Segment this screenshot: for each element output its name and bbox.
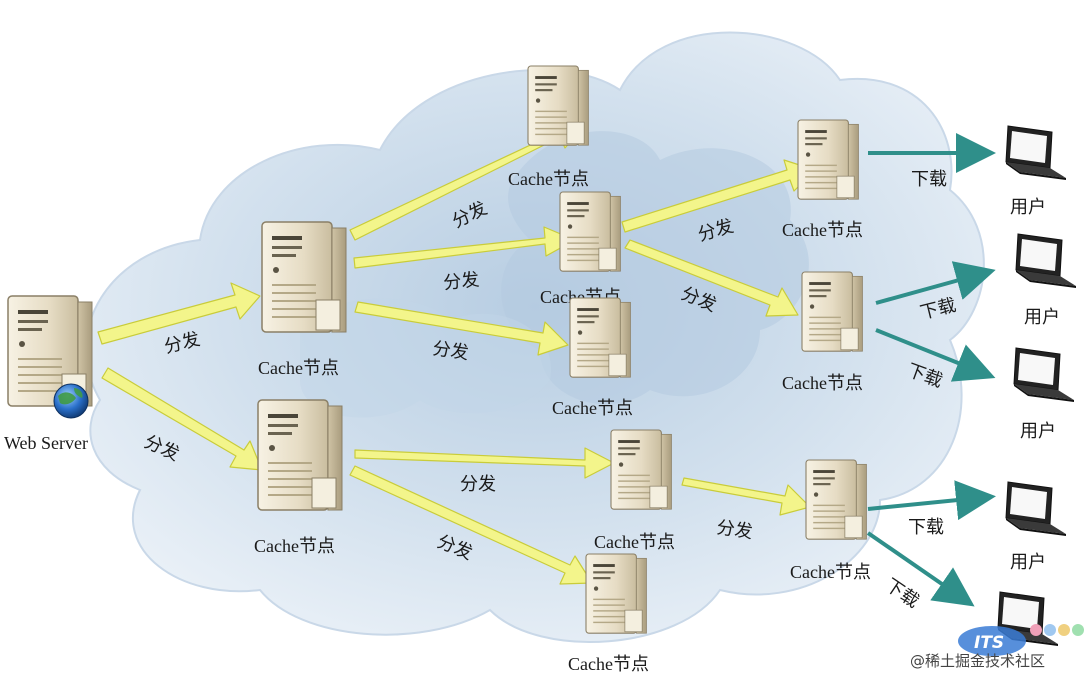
user-label: 用户	[1010, 197, 1046, 217]
cache-node-l2-top: Cache节点	[508, 65, 590, 189]
download-label: 下载	[908, 517, 944, 537]
user-label: 用户	[1024, 307, 1060, 327]
globe-icon	[53, 383, 89, 419]
distribute-label: 分发	[460, 474, 496, 494]
arrow-l2mid-to-l3b	[624, 239, 799, 317]
distribution-arrows	[97, 122, 816, 585]
distribute-label: 分发	[715, 517, 753, 542]
cache-node-l3-a: Cache节点	[782, 119, 863, 240]
user-3: 用户	[1013, 347, 1075, 441]
cache-node-label: Cache节点	[782, 373, 863, 393]
cache-node-label: Cache节点	[508, 169, 589, 189]
cache-node-label: Cache节点	[258, 358, 339, 378]
cache-node-label: Cache节点	[790, 562, 871, 582]
web-server-label: Web Server	[4, 433, 88, 453]
cache-node-l2-b1: Cache节点	[594, 429, 675, 552]
watermark-logo: ITS	[958, 624, 1084, 656]
watermark: ITS @稀土掘金技术社区	[910, 624, 1084, 670]
server-icon	[527, 65, 590, 146]
server-icon	[797, 119, 860, 200]
arrow-l3b-to-user2	[875, 261, 996, 305]
arrow-l3b-to-user3	[875, 328, 996, 382]
arrow-l1a-to-l2low	[354, 301, 569, 356]
user-2: 用户	[1015, 233, 1077, 327]
laptop-icon	[1005, 481, 1067, 537]
cache-node-l2-b2: Cache节点	[568, 553, 649, 674]
watermark-text: @稀土掘金技术社区	[910, 652, 1045, 670]
server-icon	[257, 399, 343, 511]
user-4: 用户	[1005, 481, 1067, 572]
cache-node-l2-low: Cache节点	[552, 297, 633, 418]
laptop-icon	[1013, 347, 1075, 403]
server-icon	[610, 429, 673, 510]
download-arrows	[866, 133, 996, 607]
arrow-l3c-to-user5	[866, 531, 975, 607]
svg-text:ITS: ITS	[974, 633, 1004, 653]
server-icon	[585, 553, 648, 634]
server-icon	[569, 297, 632, 378]
cache-node-l3-c: Cache节点	[790, 459, 871, 582]
arrow-ws-to-l1a	[97, 282, 261, 345]
distribute-label: 分发	[442, 269, 480, 293]
server-icon	[801, 271, 864, 352]
cache-node-label: Cache节点	[782, 220, 863, 240]
download-label: 下载	[882, 575, 923, 612]
cache-node-label: Cache节点	[568, 654, 649, 674]
arrow-l2b1-to-l3c	[681, 477, 811, 516]
cache-node-label: Cache节点	[254, 536, 335, 556]
distribute-labels: 分发 分发 分发 分发 分发 分发 分发 分发 分发 分发	[141, 198, 754, 563]
server-icon	[559, 191, 622, 272]
arrow-ws-to-l1b	[101, 367, 263, 471]
server-icon	[261, 221, 347, 333]
user-label: 用户	[1020, 421, 1056, 441]
arrow-l3c-to-user4	[867, 480, 996, 521]
cache-node-l1-b: Cache节点	[254, 399, 343, 556]
cache-node-l1-a: Cache节点	[258, 221, 347, 378]
web-server-node: Web Server	[4, 295, 93, 453]
user-label: 用户	[1010, 552, 1046, 572]
cache-node-label: Cache节点	[594, 532, 675, 552]
cache-node-label: Cache节点	[552, 398, 633, 418]
arrow-l1b-to-l2b2	[349, 465, 593, 585]
laptop-icon	[1005, 125, 1067, 181]
cache-node-l3-b: Cache节点	[782, 271, 864, 393]
arrow-l1b-to-l2b1	[354, 447, 615, 479]
server-icon	[805, 459, 868, 540]
user-1: 用户	[1005, 125, 1067, 217]
laptop-icon	[1015, 233, 1077, 289]
download-label: 下载	[911, 169, 947, 189]
distribute-label: 分发	[431, 338, 469, 363]
